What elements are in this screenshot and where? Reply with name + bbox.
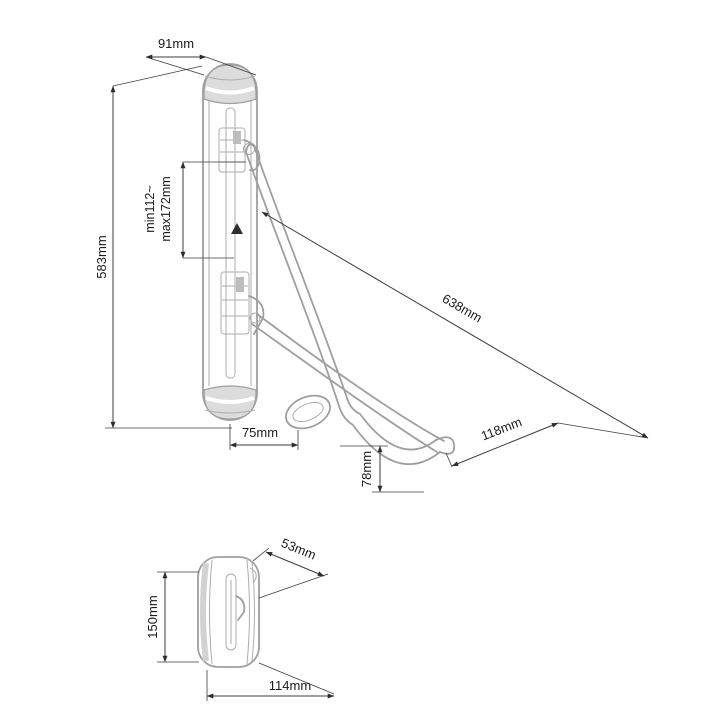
side-plate-slot <box>225 573 237 651</box>
plate-top-cap-line <box>204 75 256 81</box>
wheel-loop-outer <box>285 394 331 430</box>
extension-line <box>252 547 270 562</box>
dimension-line <box>261 211 649 439</box>
extension-line <box>557 422 649 439</box>
dimension-line <box>451 422 559 467</box>
upper-bracket <box>218 127 261 173</box>
side-plate-line <box>209 559 213 665</box>
arm-tube-outer <box>245 151 340 407</box>
lower-pivot-pin <box>249 312 261 324</box>
dim-53mm-label: 53mm <box>279 535 318 562</box>
plate-bottom-cap-line <box>204 409 256 414</box>
folding-arm <box>245 143 456 466</box>
cradle-inner <box>346 397 437 451</box>
arm-tube-inner <box>253 145 348 399</box>
dim-114mm-label: 114mm <box>269 678 311 693</box>
adjust-direction-arrow <box>231 223 243 234</box>
extension-line <box>258 573 329 599</box>
side-plate-outline <box>197 556 260 668</box>
dimension-side-depth: 53mm <box>252 535 329 599</box>
extension-line <box>112 65 203 87</box>
cradle-outer <box>338 405 441 466</box>
dimension-side-height: 150mm <box>145 571 199 663</box>
front-view <box>202 63 456 466</box>
upper-bracket-body <box>218 127 246 173</box>
dimension-adjust-range: min112~ max172mm <box>143 161 246 259</box>
extension-line <box>205 56 257 76</box>
dimension-bracket-height: 583mm <box>94 65 232 429</box>
dim-118mm-label: 118mm <box>479 414 524 443</box>
plate-bottom-cap-highlight <box>205 396 255 404</box>
dim-150mm-label: 150mm <box>145 595 160 638</box>
dimension-wheel-offset: 75mm <box>229 424 299 450</box>
dim-min112-label: min112~ <box>143 185 157 232</box>
extension-line <box>445 452 453 468</box>
lower-bracket-slot <box>236 277 244 292</box>
plate-top-cap-highlight <box>205 86 255 95</box>
side-view <box>197 556 260 668</box>
dimension-tip-section: 118mm <box>445 414 649 468</box>
dimension-line <box>265 551 325 577</box>
plate-top-cap <box>203 64 257 105</box>
side-hook-detail <box>235 595 246 621</box>
dimension-cradle-drop: 78mm <box>340 445 424 493</box>
side-plate-left-band <box>200 562 209 662</box>
dimension-bracket-width: 91mm <box>145 36 257 76</box>
lower-bracket-body <box>220 271 250 335</box>
side-plate-line <box>246 559 250 665</box>
dimension-side-width: 114mm <box>206 662 335 701</box>
extension-line <box>258 662 335 695</box>
side-hook-tip <box>249 567 257 583</box>
plate-outline <box>202 63 258 421</box>
arm-tube-top-cap <box>245 143 255 153</box>
upper-bracket-slot <box>233 131 241 144</box>
dim-583mm-label: 583mm <box>94 235 109 278</box>
dim-max172-label: max172mm <box>159 176 173 241</box>
extension-line <box>145 56 205 76</box>
dim-75mm-label: 75mm <box>242 425 278 440</box>
strut-inner <box>256 313 445 442</box>
side-plate-line <box>251 562 255 662</box>
plate-center-channel <box>225 107 236 379</box>
dim-78mm-label: 78mm <box>359 451 374 487</box>
dim-91mm-label: 91mm <box>158 36 194 51</box>
arm-tip <box>435 436 456 455</box>
